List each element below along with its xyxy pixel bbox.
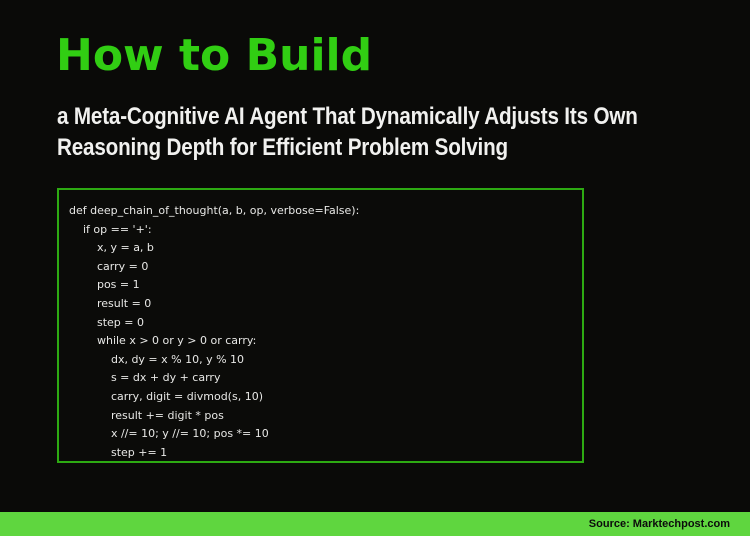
code-block: def deep_chain_of_thought(a, b, op, verb… [57,188,584,463]
page-subtitle: a Meta-Cognitive AI Agent That Dynamical… [57,101,638,163]
source-credit: Source: Marktechpost.com [588,518,730,530]
code-text: def deep_chain_of_thought(a, b, op, verb… [69,204,360,459]
page-title: How to Build [56,30,373,81]
footer-bar: Source: Marktechpost.com [0,512,750,536]
subtitle-line-1: a Meta-Cognitive AI Agent That Dynamical… [57,103,638,130]
subtitle-line-2: Reasoning Depth for Efficient Problem So… [57,134,508,161]
